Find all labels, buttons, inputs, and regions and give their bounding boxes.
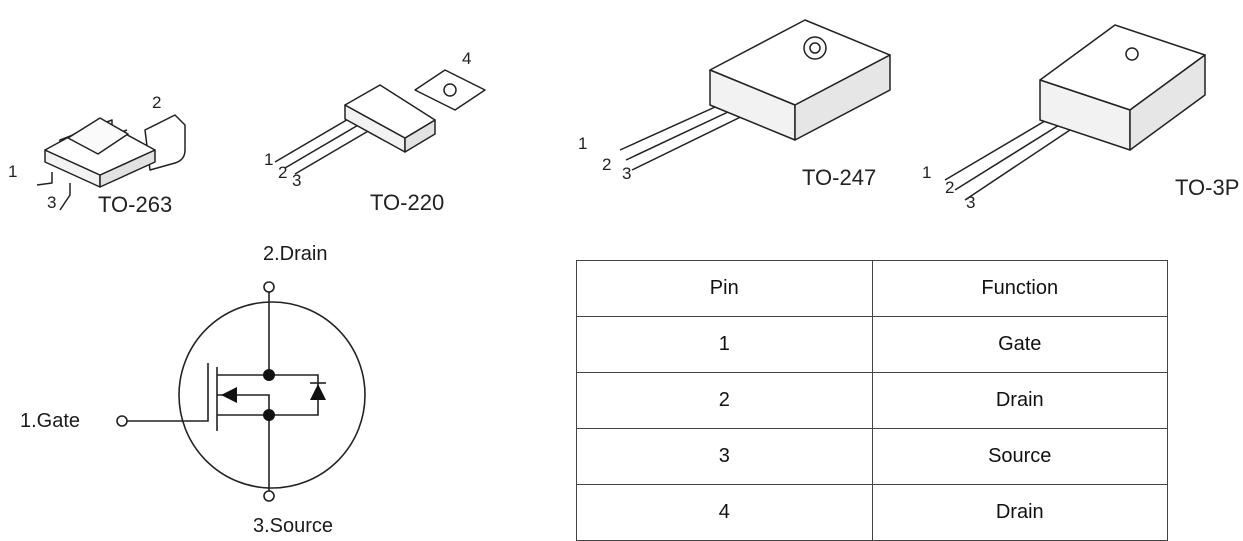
to-3p-pin-label: 2: [945, 178, 954, 197]
to-220-pin-label: 1: [264, 150, 273, 169]
to-263-pin-label: 3: [47, 193, 56, 212]
to-220-body: [344, 84, 436, 139]
table-header-row: Pin Function: [576, 260, 1168, 317]
to-247-pin-label: 3: [622, 164, 631, 183]
to-263-pin-label: 1: [8, 162, 17, 181]
pin-function-table: Pin Function 1 Gate 2 Drain 3 Source 4 D…: [576, 260, 1168, 541]
table-row: 3 Source: [576, 428, 1168, 485]
junction-dot: [263, 409, 275, 421]
to-220-drawing: 1 2 3 4 TO-220: [264, 49, 486, 215]
to-247-pin-label: 2: [602, 155, 611, 174]
table-row: 2 Drain: [576, 372, 1168, 429]
source-terminal: [263, 490, 275, 502]
to-247-pin-label: 1: [578, 134, 587, 153]
to-220-lead-3: [294, 129, 371, 175]
to-247-lead-2: [625, 103, 746, 161]
function-cell: Gate: [871, 316, 1168, 373]
package-to-263: 1 2 3 TO-263: [0, 0, 220, 225]
to-263-name: TO-263: [98, 192, 172, 217]
junction-dot: [263, 369, 275, 381]
to-220-lead-1: [274, 117, 351, 163]
diode-icon: [310, 384, 326, 400]
mosfet-schematic: 2.Drain 1.Gate 3.Source: [20, 243, 366, 537]
to-220-lead-2: [284, 123, 361, 169]
package-to-247: 1 2 3 TO-247: [560, 0, 900, 225]
mosfet-symbol: 2.Drain 1.Gate 3.Source: [0, 235, 380, 541]
pin-cell: 4: [576, 484, 873, 541]
to-247-name: TO-247: [802, 165, 876, 190]
pin-cell: 3: [576, 428, 873, 485]
to-220-name: TO-220: [370, 190, 444, 215]
to-247-lead-3: [631, 109, 756, 171]
diode-loop: [269, 374, 319, 416]
to-3p-pin-label: 1: [922, 163, 931, 182]
function-cell: Source: [871, 428, 1168, 485]
pin-cell: 1: [576, 316, 873, 373]
column-header-pin: Pin: [576, 260, 873, 317]
table-row: 1 Gate: [576, 316, 1168, 373]
to-3p-pin-label: 3: [966, 193, 975, 212]
function-cell: Drain: [871, 372, 1168, 429]
to-220-pin-label: 4: [462, 49, 471, 68]
to-263-pin-label: 2: [152, 93, 161, 112]
body-connection: [217, 394, 270, 415]
gate-wire: [127, 363, 209, 422]
drain-label: 2.Drain: [263, 243, 327, 265]
package-to-220: 1 2 3 4 TO-220: [240, 0, 500, 225]
table-row: 4 Drain: [576, 484, 1168, 541]
function-cell: Drain: [871, 484, 1168, 541]
source-label: 3.Source: [253, 515, 333, 536]
to-3p-lead-3: [964, 117, 1089, 201]
to-220-pin-label: 3: [292, 171, 301, 190]
gate-terminal: [116, 415, 128, 427]
arrow-icon: [221, 387, 237, 403]
package-to-3p: 1 2 3 TO-3P: [900, 0, 1243, 225]
column-header-function: Function: [871, 260, 1168, 317]
to-263-pin-3: [59, 183, 71, 211]
to-263-pin-1: [36, 172, 53, 186]
gate-label: 1.Gate: [20, 410, 80, 432]
drain-terminal: [263, 281, 275, 293]
to-3p-name: TO-3P: [1175, 175, 1239, 200]
to-3p-drawing: 1 2 3 TO-3P: [922, 24, 1239, 212]
pin-cell: 2: [576, 372, 873, 429]
to-247-drawing: 1 2 3 TO-247: [578, 19, 891, 190]
to-263-drawing: 1 2 3 TO-263: [8, 93, 186, 217]
to-220-pin-label: 2: [278, 163, 287, 182]
mosfet-body-circle: [178, 301, 366, 489]
